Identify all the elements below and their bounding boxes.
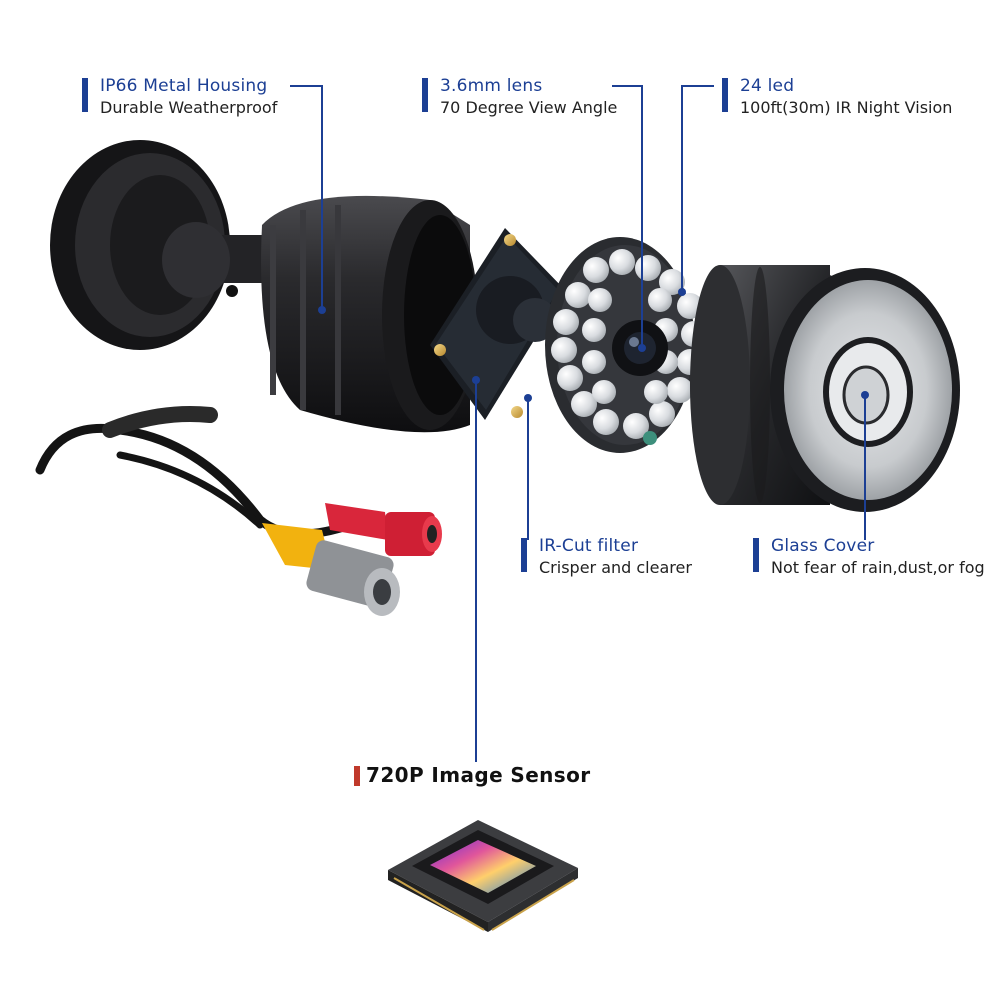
sensor-board — [430, 228, 565, 420]
metal-housing — [261, 195, 478, 433]
callout-title: 24 led — [740, 76, 795, 96]
bnc-video-connector — [262, 523, 400, 616]
front-cap — [690, 265, 960, 512]
rca-power-connector — [325, 503, 442, 556]
callout-marker — [753, 538, 759, 572]
callout-subtitle: 100ft(30m) IR Night Vision — [740, 98, 953, 117]
leader-lines — [290, 85, 866, 762]
leader-dots — [318, 288, 869, 402]
callout-marker — [722, 78, 728, 112]
callout-title: Glass Cover — [771, 536, 875, 556]
ir-led-array — [551, 249, 707, 439]
callout-title: IR-Cut filter — [539, 536, 639, 556]
callout-subtitle: Durable Weatherproof — [100, 98, 278, 117]
image-sensor-chip — [388, 820, 578, 932]
callout-subtitle: 70 Degree View Angle — [440, 98, 618, 117]
callout-title: 720P Image Sensor — [366, 763, 591, 787]
callout-subtitle: Crisper and clearer — [539, 558, 692, 577]
callout-marker — [521, 538, 527, 572]
callout-marker — [422, 78, 428, 112]
callout-title: 3.6mm lens — [440, 76, 543, 96]
callout-title: IP66 Metal Housing — [100, 76, 268, 96]
callout-marker — [82, 78, 88, 112]
callout-subtitle: Not fear of rain,dust,or fog — [771, 558, 985, 577]
callout-marker — [354, 766, 360, 786]
cable-assembly — [35, 406, 355, 539]
mounting-base — [50, 140, 280, 350]
